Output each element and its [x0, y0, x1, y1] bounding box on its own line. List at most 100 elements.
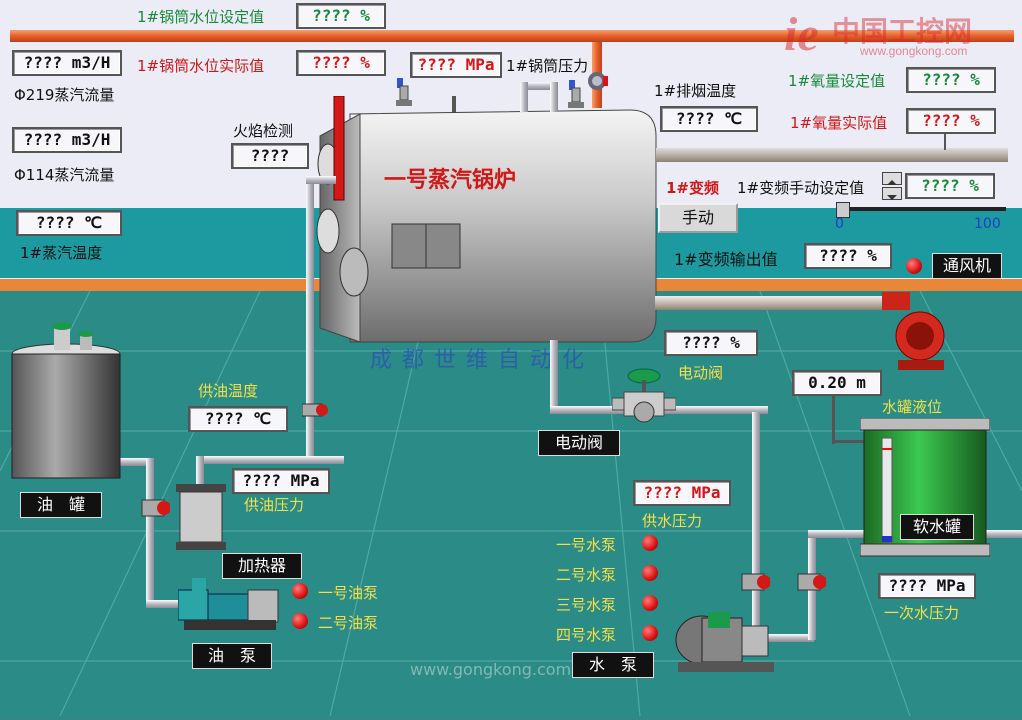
drum-level-actual-label: 1#锅筒水位实际值: [137, 57, 265, 75]
o2-set-label: 1#氧量设定值: [788, 72, 886, 90]
water-pump-icon[interactable]: [674, 606, 778, 674]
soft-water-pipe: [808, 530, 868, 538]
water-pump-1-led: [642, 535, 658, 551]
boiler-title: 一号蒸汽锅炉: [384, 168, 517, 193]
vfd-slider-track[interactable]: [836, 207, 1006, 211]
watermark-text: 成都世维自动化: [370, 348, 595, 373]
soft-water-valve-icon[interactable]: [796, 568, 827, 596]
air-duct: [655, 296, 895, 310]
svg-text:ie: ie: [784, 8, 819, 60]
soft-water-pipe: [808, 530, 816, 596]
oil-suction-pipe: [146, 458, 154, 606]
vfd-label: 1#变频: [666, 179, 720, 197]
drum-level-set-label: 1#锅筒水位设定值: [137, 8, 265, 26]
level-tube: [832, 384, 835, 444]
steam-temp-label: 1#蒸汽温度: [20, 244, 103, 262]
primary-water-pressure-label: 一次水压力: [884, 604, 960, 622]
vfd-slider-thumb[interactable]: [836, 202, 850, 218]
electric-valve-value: ???? %: [664, 330, 758, 356]
o2-probe: [944, 134, 946, 150]
oil-supply-pipe: [306, 176, 336, 184]
oil-supply-temp-value: ???? ℃: [188, 406, 288, 432]
water-pump-4-label: 四号水泵: [556, 626, 617, 644]
level-tube: [832, 440, 866, 443]
tank-outlet-pipe: [118, 458, 152, 466]
water-supply-pressure-value: ???? MPa: [633, 480, 731, 506]
heater-icon[interactable]: [176, 484, 226, 550]
oil-pump-1-label: 一号油泵: [318, 584, 379, 602]
soft-water-inlet-pipe: [972, 530, 1022, 538]
water-pump-3-label: 三号水泵: [556, 596, 617, 614]
oil-supply-temp-label: 供油温度: [198, 382, 259, 400]
oil-tank-tag[interactable]: 油 罐: [20, 492, 102, 518]
vfd-spinner[interactable]: [882, 172, 902, 200]
safety-valve-icon: [394, 78, 416, 108]
flame-detect-value: ????: [231, 143, 309, 169]
gongkong-logo: ie 中国工控网 www.gongkong.com: [780, 4, 1020, 60]
heater-pipe: [196, 456, 204, 492]
oil-tank-valve-icon[interactable]: [140, 494, 171, 522]
oil-supply-pressure-label: 供油压力: [244, 496, 305, 514]
oil-pump-2-label: 二号油泵: [318, 614, 379, 632]
oil-supply-pressure-value: ???? MPa: [232, 468, 330, 494]
pressure-pipe: [520, 82, 528, 112]
main-steam-pipe: [10, 30, 1014, 42]
fan-tag[interactable]: 通风机: [932, 253, 1002, 279]
oil-pump-icon[interactable]: [177, 576, 282, 634]
pump-discharge-pipe: [808, 596, 816, 640]
vfd-manual-set-label: 1#变频手动设定值: [737, 179, 865, 197]
oil-pump-1-led: [292, 583, 308, 599]
watermark-url: www.gongkong.com: [410, 660, 572, 679]
water-supply-pressure-label: 供水压力: [642, 512, 703, 530]
tank-level-label: 水罐液位: [882, 398, 943, 416]
slider-min-label: 0: [835, 216, 844, 232]
drum-pressure-label: 1#锅筒压力: [506, 57, 589, 75]
heater-pipe: [196, 456, 344, 464]
pressure-pipe: [550, 82, 558, 112]
water-pump-valve-icon[interactable]: [740, 568, 771, 596]
pump-discharge-pipe: [766, 634, 814, 642]
feedwater-pipe: [550, 340, 558, 412]
water-pump-tag[interactable]: 水 泵: [572, 652, 654, 678]
oil-pump-tag[interactable]: 油 泵: [192, 643, 272, 669]
o2-set-value[interactable]: ???? %: [906, 67, 996, 93]
oil-suction-pipe: [146, 600, 186, 608]
vfd-output-value: ???? %: [804, 243, 892, 269]
water-pump-4-led: [642, 625, 658, 641]
o2-actual-value: ???? %: [906, 108, 996, 134]
flame-detect-label: 火焰检测: [233, 122, 294, 140]
safety-valve-icon: [566, 80, 588, 110]
exhaust-temp-value: ???? ℃: [660, 106, 758, 132]
oil-pump-2-led: [292, 613, 308, 629]
manual-button[interactable]: 手动: [658, 203, 738, 233]
slider-max-label: 100: [974, 216, 1001, 232]
fan-icon[interactable]: [880, 288, 950, 374]
vfd-manual-set-value[interactable]: ???? %: [905, 173, 995, 199]
water-pump-2-led: [642, 565, 658, 581]
boiler[interactable]: 一号蒸汽锅炉: [300, 94, 660, 346]
oil-valve-icon[interactable]: [301, 398, 328, 422]
logo-text: 中国工控网: [832, 15, 973, 48]
spin-up-icon[interactable]: [882, 172, 902, 185]
drum-level-actual-value: ???? %: [296, 50, 386, 76]
water-pump-1-label: 一号水泵: [556, 536, 617, 554]
steam-valve-icon[interactable]: [586, 70, 608, 92]
floor-background: [0, 290, 1022, 717]
flow-219-label: Φ219蒸汽流量: [14, 86, 115, 104]
steam-temp-value: ???? ℃: [16, 210, 122, 236]
soft-water-tank-tag[interactable]: 软水罐: [900, 514, 974, 540]
exhaust-temp-label: 1#排烟温度: [654, 82, 737, 100]
electric-valve-label: 电动阀: [678, 364, 724, 382]
flow-114-value: ???? m3/H: [12, 127, 122, 153]
electric-valve-icon[interactable]: [611, 366, 677, 426]
o2-actual-label: 1#氧量实际值: [790, 114, 888, 132]
oil-tank-icon[interactable]: [10, 320, 122, 484]
heater-tag[interactable]: 加热器: [222, 553, 302, 579]
drum-pressure-value: ???? MPa: [410, 52, 502, 78]
flow-219-value: ???? m3/H: [12, 50, 122, 76]
spin-down-icon[interactable]: [882, 187, 902, 200]
fan-status-led: [906, 258, 922, 274]
drum-level-set-value[interactable]: ???? %: [296, 3, 386, 29]
tank-level-value: 0.20 m: [792, 370, 882, 396]
electric-valve-tag[interactable]: 电动阀: [538, 430, 620, 456]
